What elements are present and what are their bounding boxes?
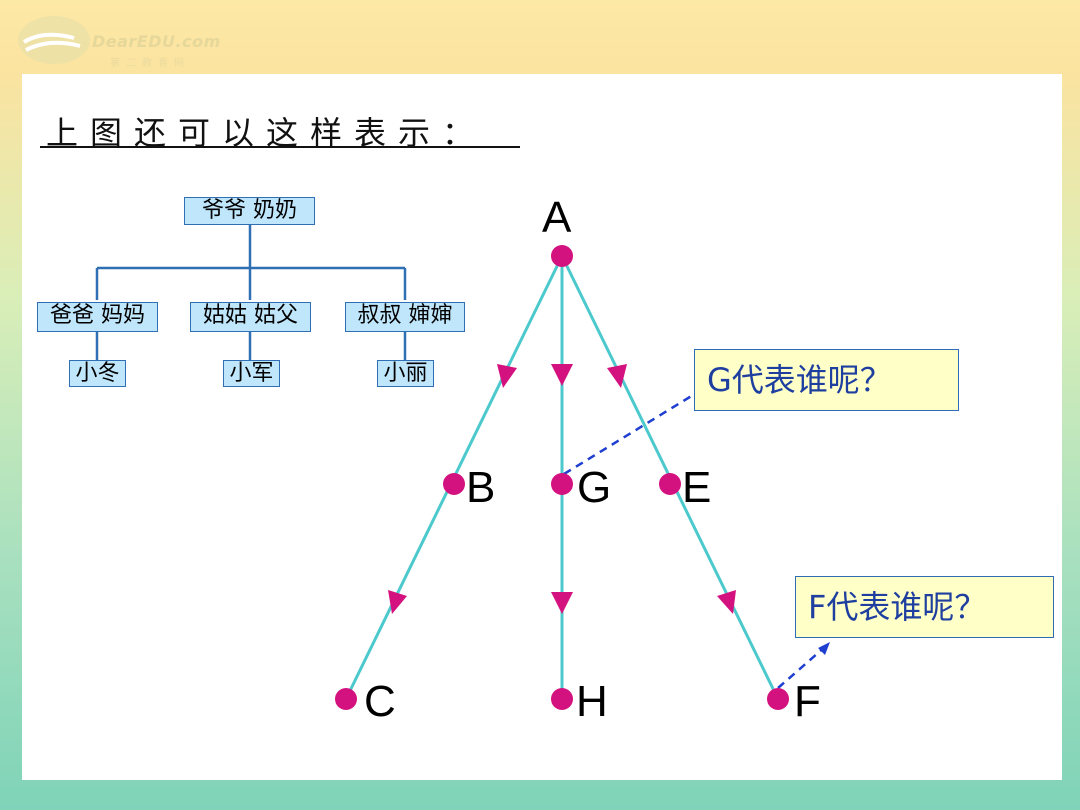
graph-nodes [335,245,789,710]
arrow-e-f [717,590,736,614]
arrow-a-g [551,364,573,386]
node-label-f: F [794,677,821,726]
tree-grandchild-box-1: 小冬 [69,360,126,387]
logo-text: DearEDU.com [92,32,221,51]
callout-arrow-f-icon [818,642,830,655]
node-g [551,473,573,495]
tree-child-box-2: 姑姑 姑父 [190,302,311,332]
slide-content [22,74,1062,780]
node-h [551,688,573,710]
callout-line-f [777,645,827,689]
graph-arrows [388,364,736,614]
callout-connectors [563,390,827,689]
dearedu-logo: DearEDU.com 第二教育网 [14,12,220,69]
tree-grandchild-box-2: 小军 [223,360,280,387]
tree-child-box-1: 爸爸 妈妈 [37,302,158,332]
slide-title: 上图还可以这样表示： [46,114,487,152]
node-f [767,688,789,710]
family-tree-connectors [95,224,407,360]
node-c [335,688,357,710]
arrow-b-c [388,590,407,614]
arrow-a-b [497,364,517,388]
title-underline [40,146,520,148]
node-label-h: H [576,677,608,726]
tree-child-box-3: 叔叔 婶婶 [345,302,465,332]
node-b [443,473,465,495]
tree-grandchild-box-3: 小丽 [377,360,434,387]
callout-g-question: G代表谁呢？ [694,349,959,411]
node-a [551,245,573,267]
logo-swirl-icon [18,16,90,64]
tree-root-box: 爷爷 奶奶 [184,197,315,225]
node-label-g: G [577,463,612,512]
callout-line-g [563,390,699,476]
logo-subtitle: 第二教育网 [110,58,190,69]
node-label-b: B [466,463,496,512]
callout-f-question: F代表谁呢？ [795,576,1054,638]
node-label-c: C [364,677,396,726]
arrow-g-h [551,592,573,614]
node-e [659,473,681,495]
arrow-a-e [607,364,627,388]
node-label-a: A [542,193,572,242]
node-label-e: E [682,463,712,512]
